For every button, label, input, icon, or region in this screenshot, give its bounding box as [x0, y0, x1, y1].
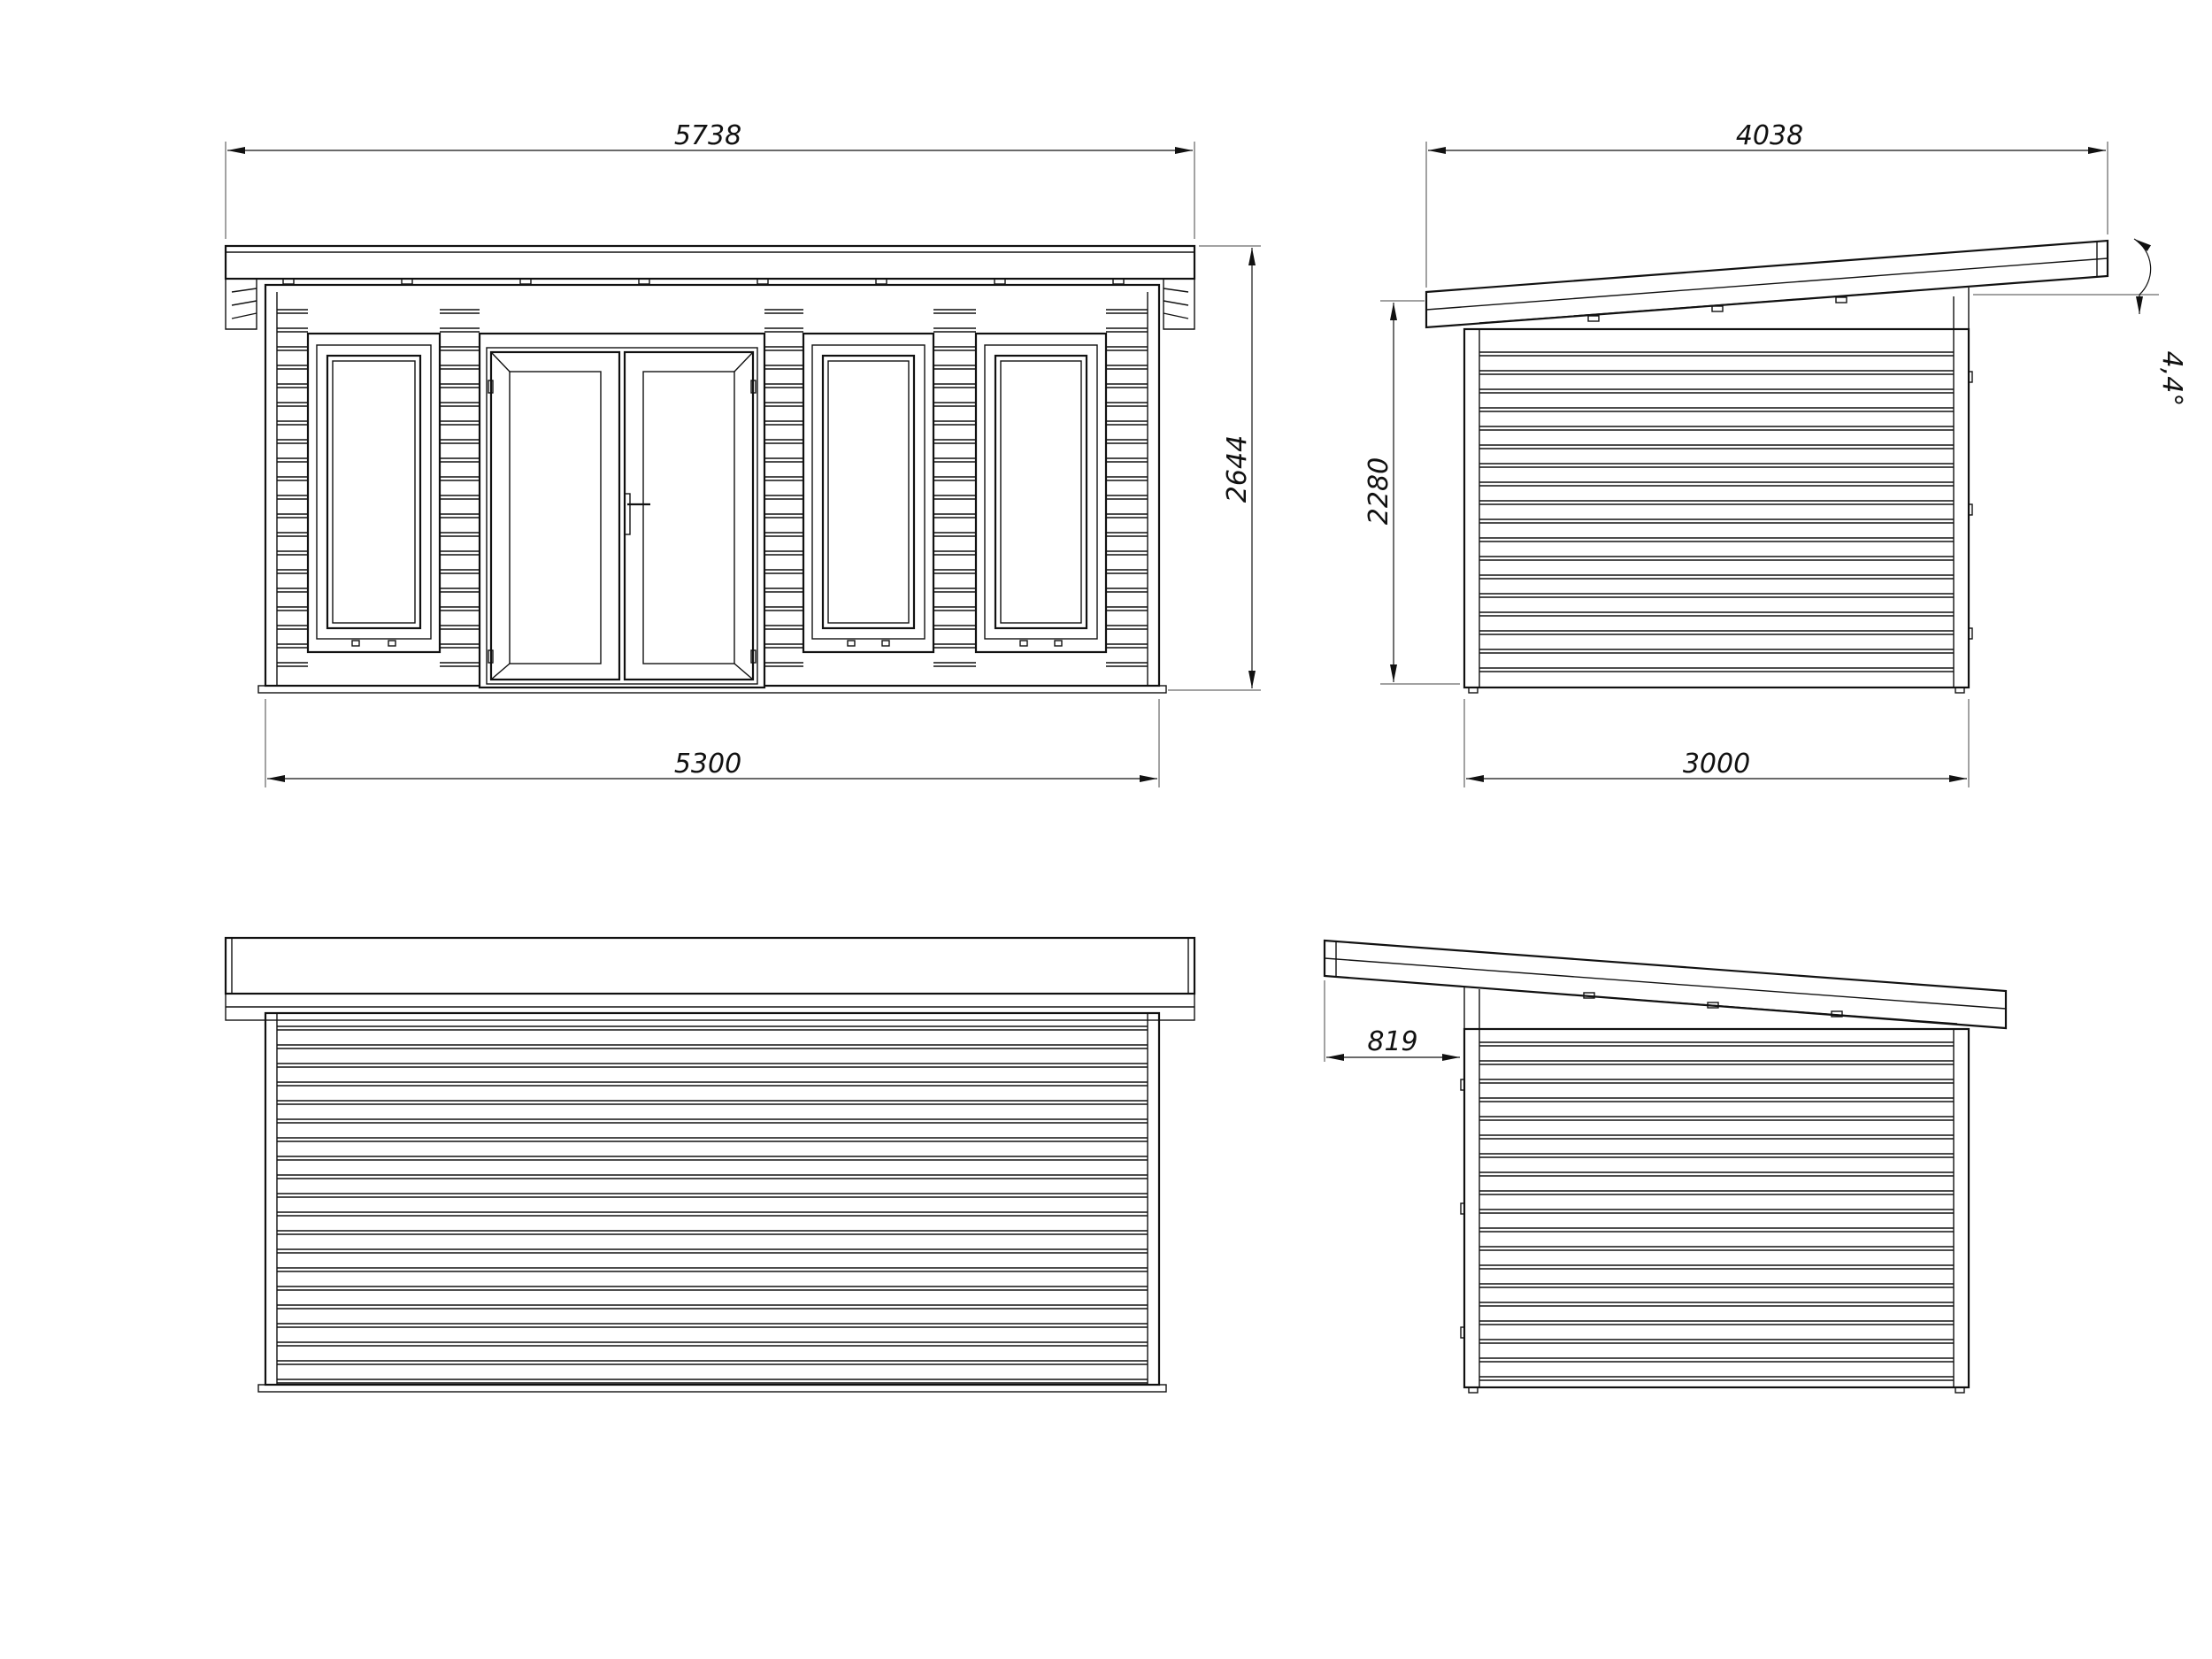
rear-wall [257, 1011, 1167, 1393]
window-sash [811, 344, 926, 640]
window-hinge [847, 640, 856, 647]
front-siding [277, 309, 1148, 667]
overhang-dimension-lines [1324, 980, 1460, 1062]
dim-front-total-width: 5738 [674, 120, 741, 151]
window-2 [802, 332, 935, 654]
window-glass-inner [1000, 360, 1082, 624]
door-handle-plate [624, 493, 631, 535]
window-hinge [351, 640, 360, 647]
rear-siding [277, 1025, 1148, 1384]
rear-roof [224, 936, 1196, 1021]
window-3 [974, 332, 1108, 654]
front-double-door [478, 332, 766, 689]
dim-side-wall-width: 3000 [1683, 749, 1750, 780]
window-frame [974, 332, 1108, 654]
side-mirrored-roof [1323, 939, 2008, 1030]
window-glass [821, 354, 916, 630]
dim-roof-slope: 4,4° [2156, 351, 2187, 407]
side-wall [1463, 288, 1973, 694]
window-glass-inner [827, 360, 910, 624]
window-glass [994, 354, 1088, 630]
window-1 [306, 332, 442, 654]
window-hinge [1019, 640, 1028, 647]
rear-elevation [224, 936, 1196, 1393]
window-hinge [881, 640, 890, 647]
dim-front-wall-width: 5300 [674, 749, 741, 780]
window-frame [306, 332, 442, 654]
front-windows [306, 332, 1108, 654]
window-sash [316, 344, 432, 640]
side-dimension-lines [1380, 142, 2159, 787]
side-roof [1425, 239, 2109, 329]
side-mirrored-siding [1479, 1041, 1954, 1381]
front-wall [257, 283, 1167, 694]
window-hinge [1054, 640, 1063, 647]
front-elevation: 5738 5300 2644 [224, 120, 1261, 787]
window-glass-inner [332, 360, 416, 624]
side-siding [1479, 351, 1954, 672]
window-hinge [388, 640, 396, 647]
window-glass [326, 354, 422, 630]
side-elevation: 4038 3000 2280 4,4° [1363, 120, 2187, 787]
side-elevation-mirrored: 819 [1323, 939, 2008, 1394]
window-sash [984, 344, 1098, 640]
dim-overhang: 819 [1367, 1026, 1417, 1057]
dim-side-height: 2280 [1363, 457, 1394, 525]
front-roof [224, 244, 1196, 330]
window-frame [802, 332, 935, 654]
dim-side-total-width: 4038 [1736, 120, 1803, 151]
front-dimension-lines [225, 142, 1261, 787]
side-mirrored-wall [1460, 987, 1970, 1394]
dim-front-height: 2644 [1222, 435, 1253, 503]
